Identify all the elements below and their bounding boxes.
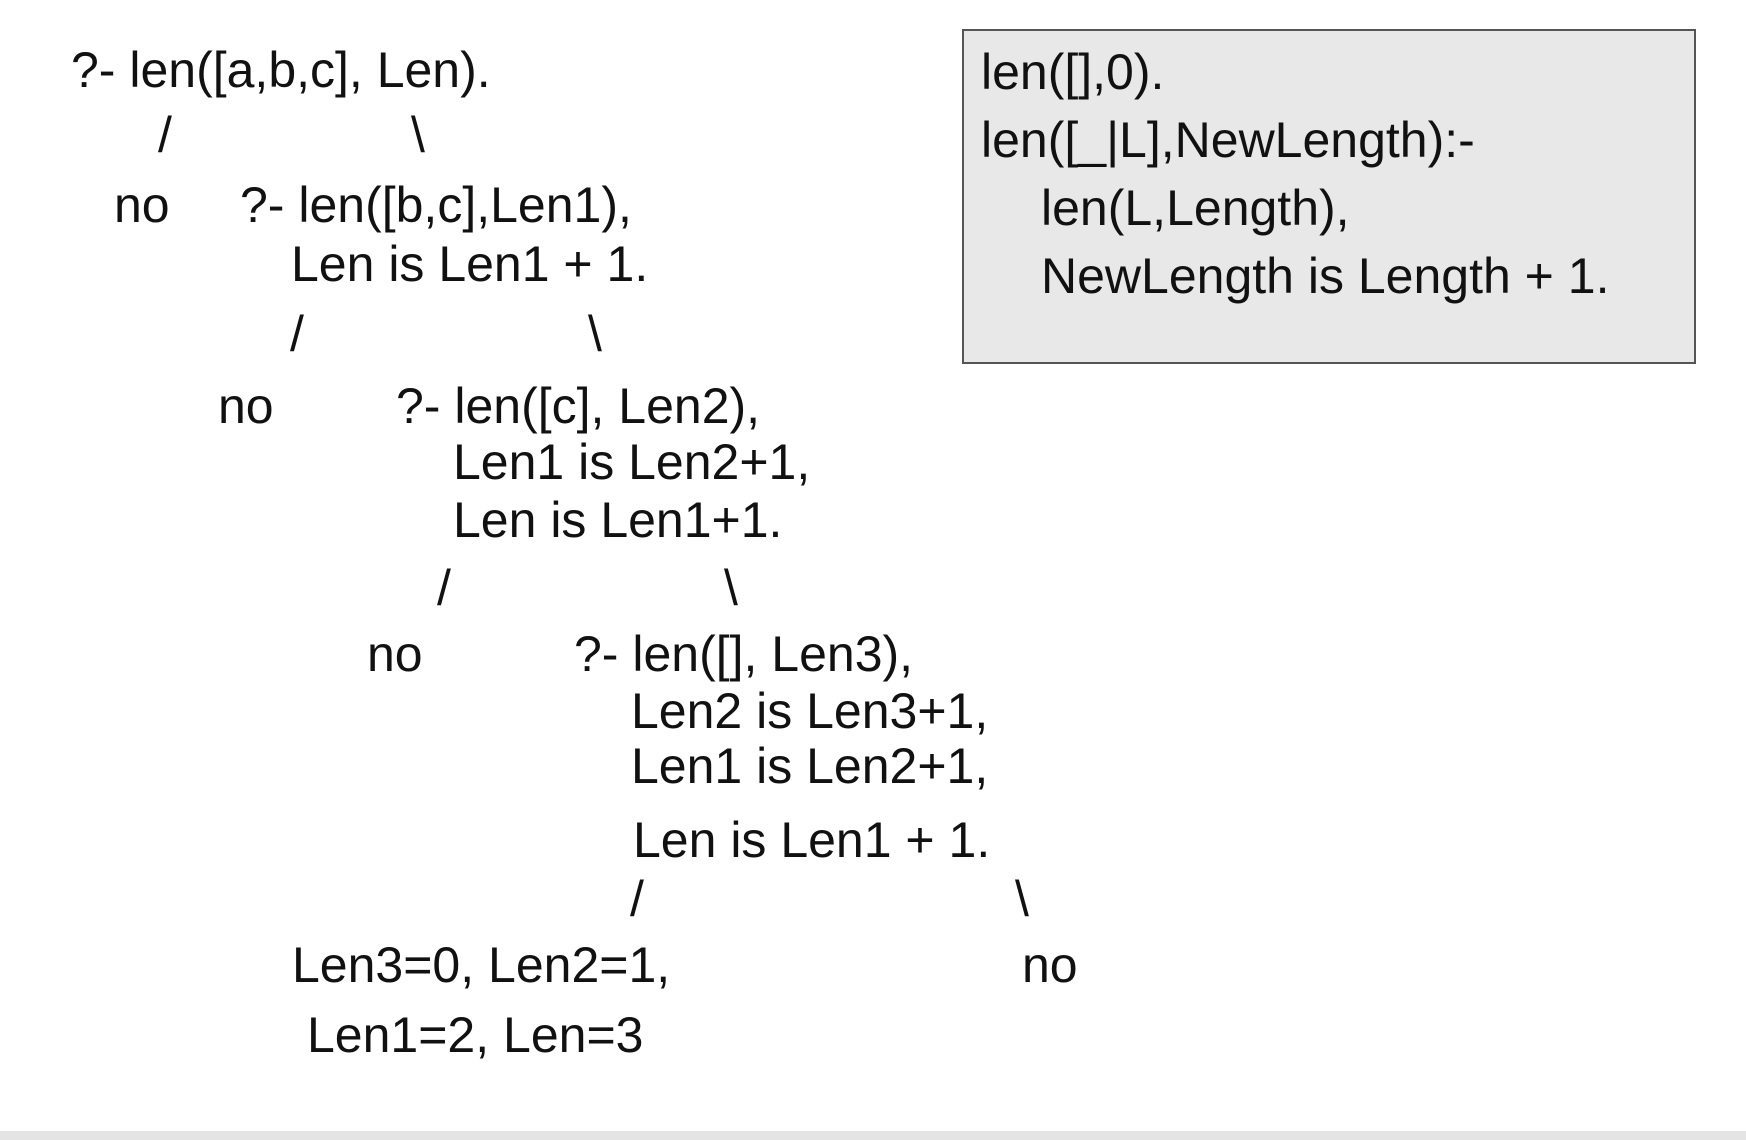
level3-goal-line4: Len is Len1 + 1. [633,812,991,868]
root-goal: ?- len([a,b,c], Len). [71,42,491,98]
level2-goal-line3: Len is Len1+1. [453,492,783,548]
level3-goal-line2: Len2 is Len3+1, [631,683,989,739]
program-line-2: len([_|L],NewLength):- [981,112,1475,168]
level2-right-branch: \ [724,560,738,616]
root-left-branch: / [158,107,172,163]
level3-goal-line3: Len1 is Len2+1, [631,738,989,794]
program-line-1: len([],0). [981,44,1165,100]
level2-left-result: no [367,626,423,682]
bottom-bar [0,1131,1746,1140]
level1-right-branch: \ [588,306,602,362]
level3-left-branch: / [630,871,644,927]
level1-goal-line2: Len is Len1 + 1. [291,236,649,292]
level3-goal-line1: ?- len([], Len3), [574,626,914,682]
level1-left-branch: / [290,306,304,362]
level1-goal-line1: ?- len([b,c],Len1), [240,177,632,233]
level3-right-result: no [1022,937,1078,993]
level3-right-branch: \ [1015,871,1029,927]
level2-goal-line1: ?- len([c], Len2), [396,378,761,434]
level2-goal-line2: Len1 is Len2+1, [453,434,811,490]
program-line-3: len(L,Length), [1041,180,1350,236]
program-box: len([],0). len([_|L],NewLength):- len(L,… [962,29,1696,364]
root-left-result: no [114,177,170,233]
solution-line1: Len3=0, Len2=1, [292,937,671,993]
solution-line2: Len1=2, Len=3 [307,1007,644,1063]
program-line-4: NewLength is Length + 1. [1041,248,1610,304]
level2-left-branch: / [437,560,451,616]
root-right-branch: \ [411,107,425,163]
level1-left-result: no [218,378,274,434]
